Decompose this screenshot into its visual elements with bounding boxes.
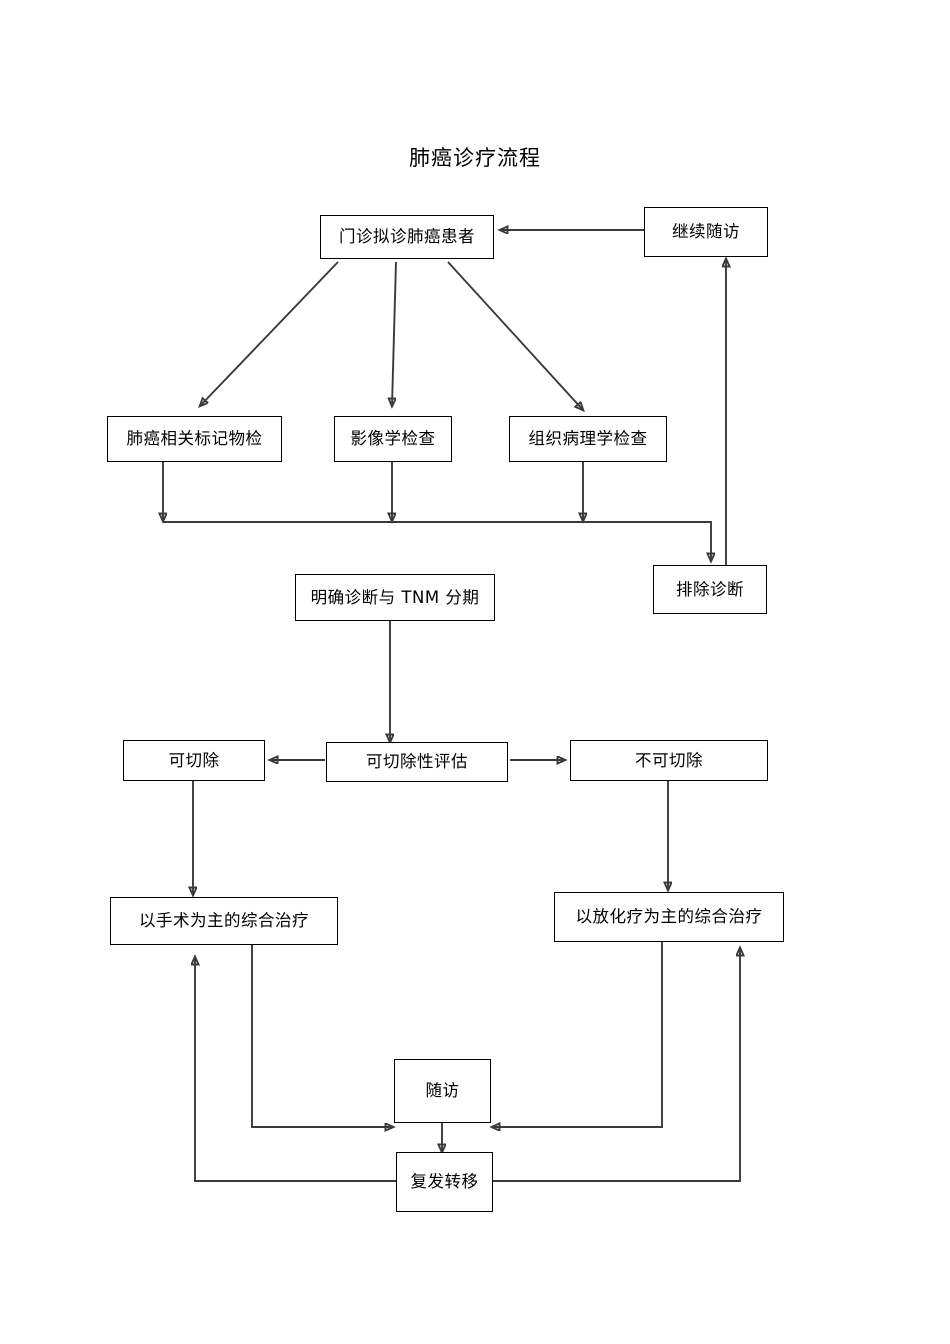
node-unresectable[interactable]: 不可切除: [570, 740, 768, 781]
node-continue-followup-label: 继续随访: [672, 222, 740, 242]
edge-outpatient-to-marker-test: [200, 261, 339, 406]
node-unresectable-label: 不可切除: [635, 750, 703, 770]
node-imaging-test-label: 影像学检查: [350, 429, 436, 449]
node-marker-test-label: 肺癌相关标记物检: [126, 429, 263, 449]
node-diagnosis-staging[interactable]: 明确诊断与 TNM 分期: [295, 574, 495, 621]
node-exclude-diagnosis[interactable]: 排除诊断: [653, 565, 767, 614]
edge-outpatient-to-imaging-test: [392, 261, 397, 406]
edge-recurrence-to-chemoradio-based: [492, 948, 740, 1182]
node-resectable-label: 可切除: [168, 750, 220, 770]
edge-bus-to-exclude-diagnosis: [163, 521, 711, 561]
node-chemoradio-based[interactable]: 以放化疗为主的综合治疗: [554, 892, 784, 942]
node-pathology-test[interactable]: 组织病理学检查: [509, 416, 667, 462]
node-diagnosis-staging-label: 明确诊断与 TNM 分期: [310, 587, 480, 607]
edge-chemoradio-based-to-followup: [492, 942, 663, 1127]
node-followup[interactable]: 随访: [394, 1059, 491, 1123]
node-exclude-diagnosis-label: 排除诊断: [676, 579, 744, 599]
node-resectability-eval-label: 可切除性评估: [366, 752, 468, 772]
edge-recurrence-to-surgery-based: [195, 957, 396, 1182]
node-outpatient[interactable]: 门诊拟诊肺癌患者: [320, 215, 494, 259]
node-recurrence[interactable]: 复发转移: [396, 1152, 493, 1212]
node-continue-followup[interactable]: 继续随访: [644, 207, 768, 257]
node-followup-label: 随访: [425, 1081, 460, 1101]
edge-outpatient-to-pathology-test: [447, 261, 583, 410]
edge-surgery-based-to-followup: [251, 945, 393, 1127]
node-surgery-based-label: 以手术为主的综合治疗: [139, 911, 309, 931]
node-surgery-based[interactable]: 以手术为主的综合治疗: [110, 897, 338, 945]
node-imaging-test[interactable]: 影像学检查: [334, 416, 452, 462]
node-chemoradio-based-label: 以放化疗为主的综合治疗: [575, 907, 763, 927]
page-title-text: 肺癌诊疗流程: [409, 146, 541, 170]
node-pathology-test-label: 组织病理学检查: [528, 429, 648, 449]
node-marker-test[interactable]: 肺癌相关标记物检: [107, 416, 282, 462]
page-title: 肺癌诊疗流程: [0, 142, 950, 172]
node-resectability-eval[interactable]: 可切除性评估: [326, 742, 508, 782]
node-resectable[interactable]: 可切除: [123, 740, 265, 781]
node-recurrence-label: 复发转移: [410, 1172, 479, 1192]
node-outpatient-label: 门诊拟诊肺癌患者: [339, 227, 475, 247]
